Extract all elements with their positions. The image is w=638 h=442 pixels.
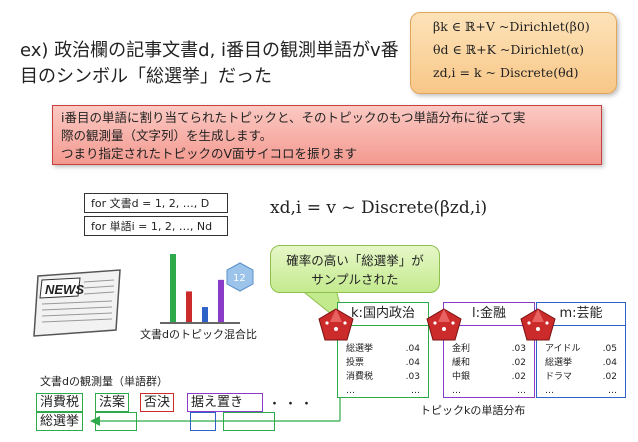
topic-word: … <box>545 386 554 396</box>
topic-title: l:金融 <box>444 303 534 326</box>
formula-box: βk ∈ ℝ+V ~Dirichlet(β0) θd ∈ ℝ+K ~Dirich… <box>410 12 617 94</box>
page-heading: ex) 政治欄の記事文書d, i番目の観測単語がv番目のシンボル「総選挙」だった <box>20 40 399 87</box>
topic-word-row: アイドル .05 <box>545 343 617 355</box>
topic-word: 総選挙 <box>346 344 374 354</box>
formula-theta: θd ∈ ℝ+K ~Dirichlet(α) <box>433 42 585 57</box>
topic-word: アイドル <box>545 344 581 354</box>
topic-word-prob: … <box>517 386 526 396</box>
topic-word-prob: .02 <box>511 372 526 382</box>
bubble-line-2: サンプルされた <box>311 272 399 287</box>
word-deferral: 据え置き <box>187 393 263 412</box>
x-formula: xd,i = v ~ Discrete(βzd,i) <box>270 198 488 218</box>
topic-word-row: …… <box>452 385 526 397</box>
mixture-label: 文書dのトピック混合比 <box>140 328 257 341</box>
loop-doc: for 文書d = 1, 2, …, D <box>84 193 228 213</box>
topic-dist-label: トピックkの単語分布 <box>420 404 526 417</box>
mixture-bar <box>170 254 176 322</box>
topic-title: m:芸能 <box>537 303 625 326</box>
die-face-label: 12 <box>233 273 246 284</box>
word-consumption-tax: 消費税 <box>36 393 84 412</box>
word-bill: 法案 <box>95 393 130 412</box>
explanation-box: i番目の単語に割り当てられたトピックと、そのトピックのもつ単語分布に従って実 際… <box>52 105 602 165</box>
topic-word-prob: .03 <box>405 372 420 382</box>
formula-beta: βk ∈ ℝ+V ~Dirichlet(β0) <box>433 19 590 34</box>
red-die-icon <box>520 308 556 341</box>
topic-word: … <box>452 386 461 396</box>
mixture-bar <box>202 307 208 322</box>
topic-word-row: 総選挙 .04 <box>346 343 420 355</box>
blank-word-slot <box>95 412 137 431</box>
topic-word-prob: .03 <box>511 344 526 354</box>
topic-title: k:国内政治 <box>338 303 428 326</box>
bubble-line-1: 確率の高い「総選挙」が <box>286 253 424 268</box>
blank-word-slot <box>223 412 275 431</box>
topic-word: 消費税 <box>346 372 374 382</box>
word-rejection: 否決 <box>140 393 175 412</box>
topic-word: 中銀 <box>452 372 471 382</box>
topic-word-prob: .05 <box>602 344 617 354</box>
news-label: NEWS <box>45 282 84 297</box>
topic-word: 投票 <box>346 358 365 368</box>
topic-mixture-chart <box>160 254 240 324</box>
loop-word: for 単語i = 1, 2, …, Nd <box>84 216 228 236</box>
speech-bubble: 確率の高い「総選挙」が サンプルされた <box>270 245 440 293</box>
topic-word: 緩和 <box>452 358 471 368</box>
topic-word-prob: .04 <box>602 358 617 368</box>
topic-word-row: ドラマ .02 <box>545 371 617 383</box>
topic-word-prob: .04 <box>405 358 420 368</box>
mixture-bar <box>218 279 224 322</box>
topic-word: ドラマ <box>545 372 573 382</box>
topic-word-row: …… <box>346 385 420 397</box>
topic-word-prob: … <box>608 386 617 396</box>
topic-word-row: 緩和 .02 <box>452 357 526 369</box>
topic-word-row: 金利 .03 <box>452 343 526 355</box>
blue-die-icon: 12 <box>226 262 254 292</box>
observed-label: 文書dの観測量（単語群） <box>40 375 168 388</box>
topic-word: … <box>346 386 355 396</box>
explanation-line-3: つまり指定されたトピックのV面サイコロを振ります <box>61 146 358 161</box>
topic-word-row: 中銀 .02 <box>452 371 526 383</box>
topic-word-row: 消費税 .03 <box>346 371 420 383</box>
topic-word-row: 総選挙 .04 <box>545 357 617 369</box>
red-die-icon <box>426 308 462 341</box>
topic-word-row: …… <box>545 385 617 397</box>
newspaper-icon: NEWS <box>33 269 121 337</box>
blank-word-slot <box>190 412 216 431</box>
topic-word-prob: .02 <box>602 372 617 382</box>
topic-word-prob: … <box>411 386 420 396</box>
topic-word-prob: .02 <box>511 358 526 368</box>
explanation-line-2: 際の観測量（文字列）を生成します。 <box>61 128 273 143</box>
topic-word: 金利 <box>452 344 471 354</box>
topic-word-prob: .04 <box>405 344 420 354</box>
formula-z: zd,i = k ~ Discrete(θd) <box>433 65 579 80</box>
red-die-icon <box>318 308 354 341</box>
word-general-election: 総選挙 <box>36 412 84 431</box>
word-ellipsis: ・・・ <box>268 397 317 412</box>
topic-word-row: 投票 .04 <box>346 357 420 369</box>
topic-word: 総選挙 <box>545 358 573 368</box>
explanation-line-1: i番目の単語に割り当てられたトピックと、そのトピックのもつ単語分布に従って実 <box>61 110 526 125</box>
mixture-bar <box>186 291 192 322</box>
